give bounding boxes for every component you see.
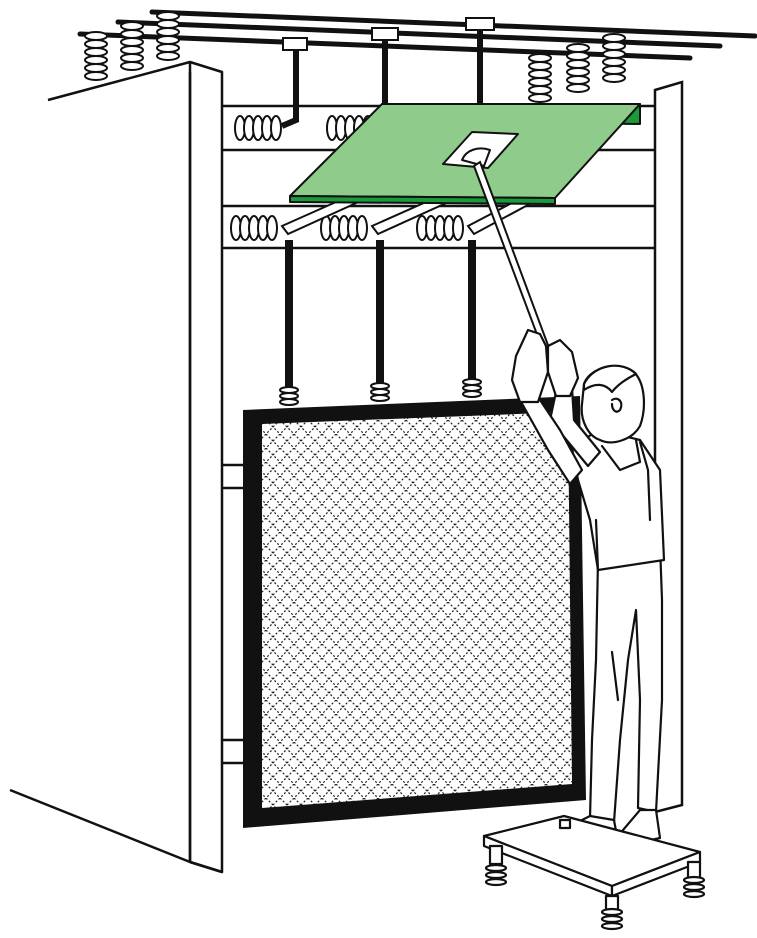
protective-mesh-icon <box>243 396 586 828</box>
vertical-conductors <box>289 240 472 392</box>
lower-insulators <box>231 216 463 240</box>
insulated-platform-icon <box>484 816 704 929</box>
left-wall <box>10 62 222 872</box>
frame-insulators <box>280 379 481 405</box>
overhead-busbar-icon <box>80 12 755 58</box>
